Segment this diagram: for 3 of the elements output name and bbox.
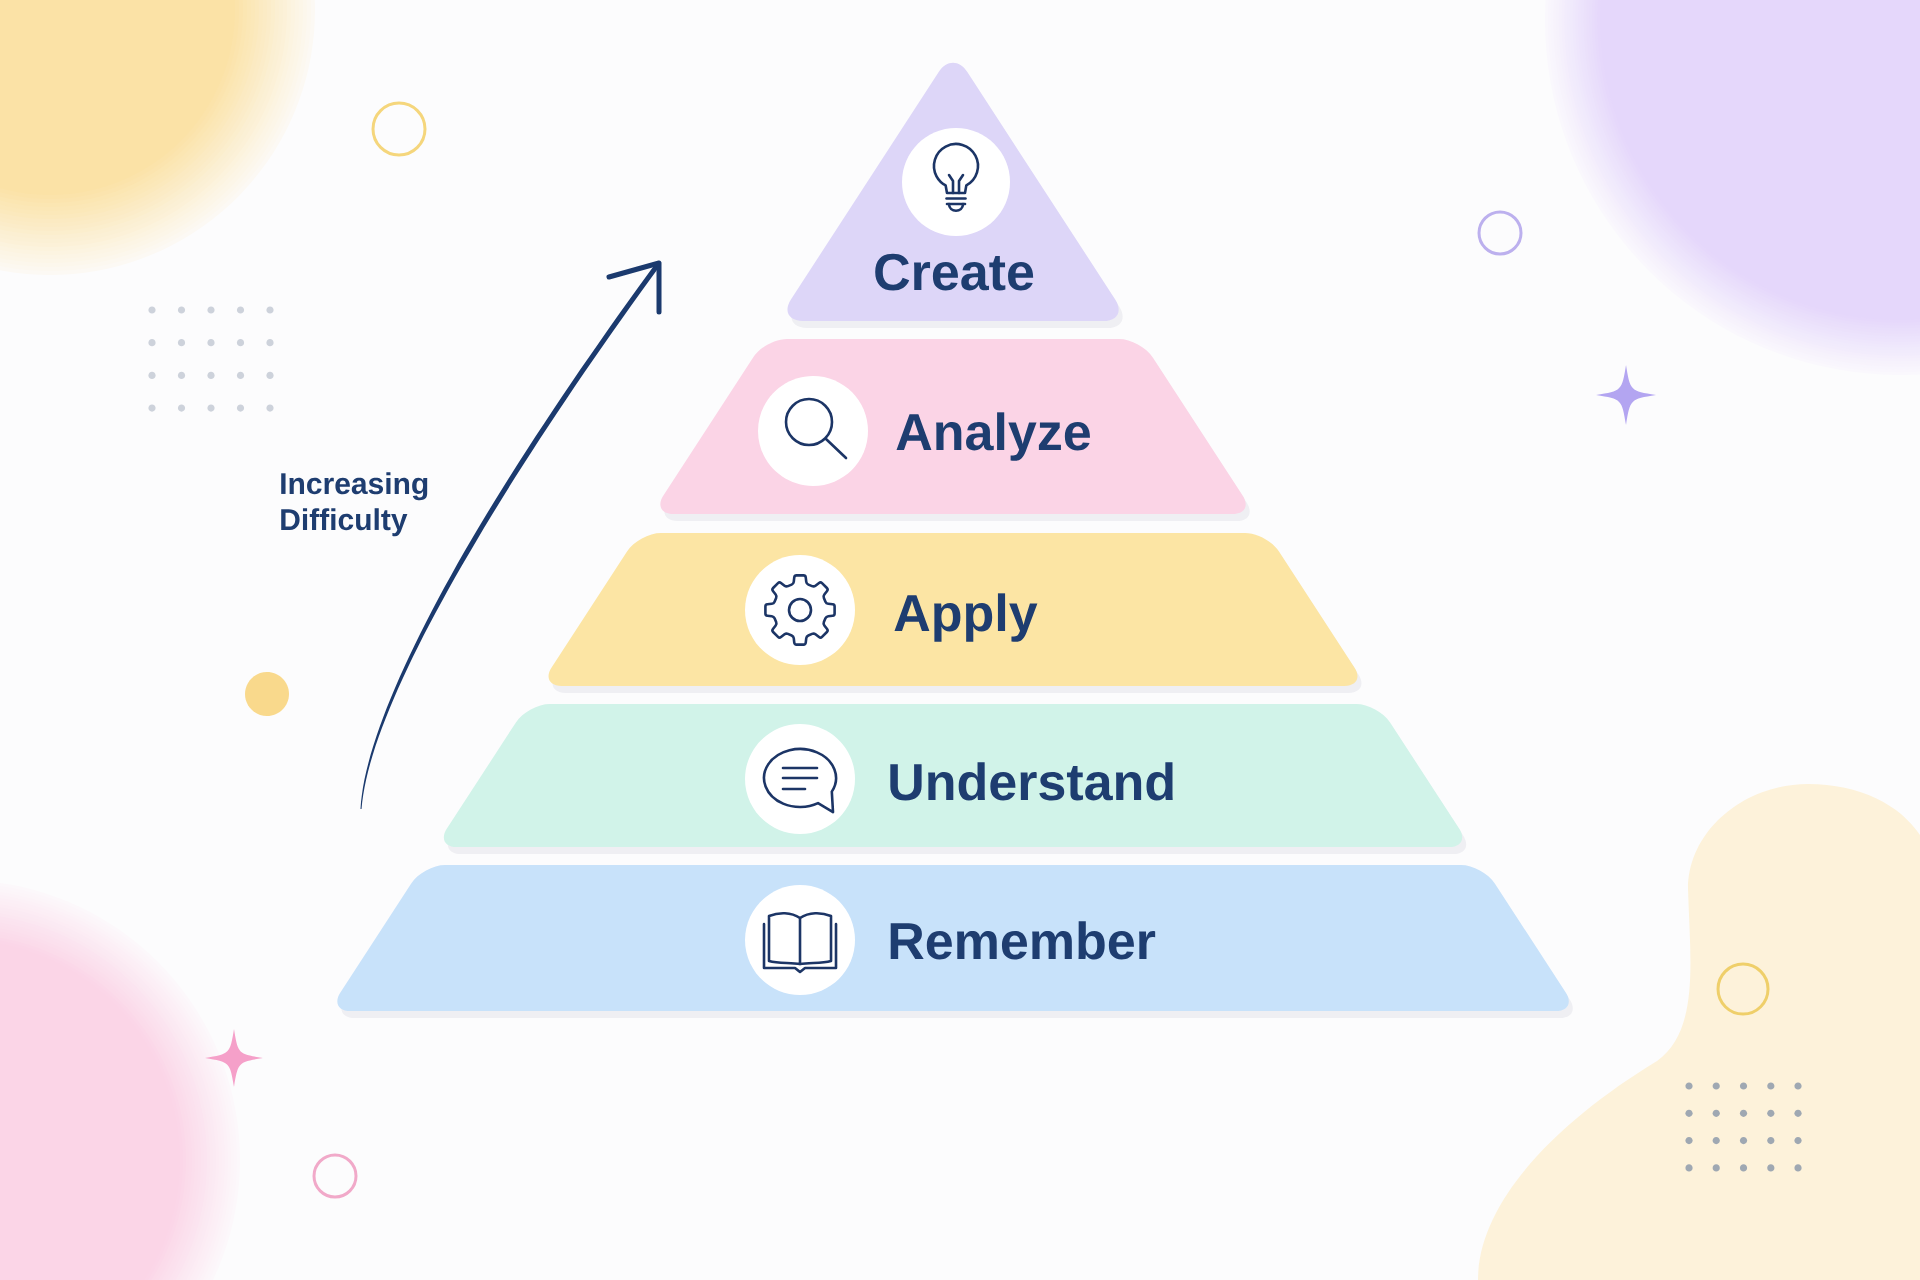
pyramid-tier: Analyze	[660, 339, 1250, 521]
pyramid-tier: Apply	[548, 533, 1362, 693]
arrow-label: Increasing Difficulty	[281, 472, 428, 537]
